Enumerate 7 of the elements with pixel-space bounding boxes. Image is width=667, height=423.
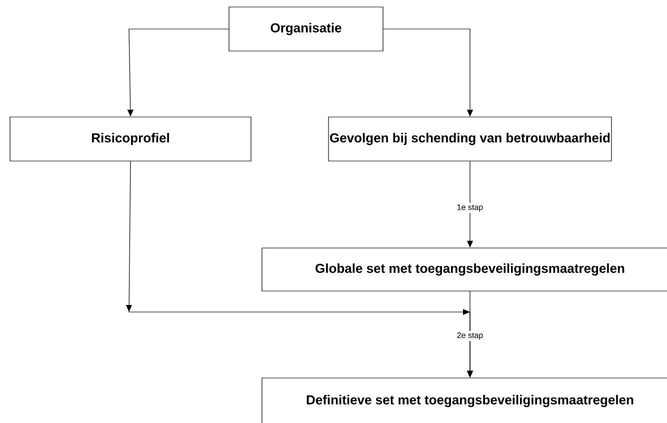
edge-label: 2e stap <box>455 330 485 342</box>
process-box: Risicoprofiel <box>10 116 252 162</box>
process-box: Organisatie <box>228 6 384 52</box>
process-box: Definitieve set met toegangsbeveiligingsmaatregelen <box>262 378 667 423</box>
edge-label: 1e stap <box>455 202 485 214</box>
process-box: Globale set met toegangsbeveiligingsmaatregelen <box>262 248 667 292</box>
process-box: Gevolgen bij schending van betrouwbaarheid <box>328 116 612 162</box>
